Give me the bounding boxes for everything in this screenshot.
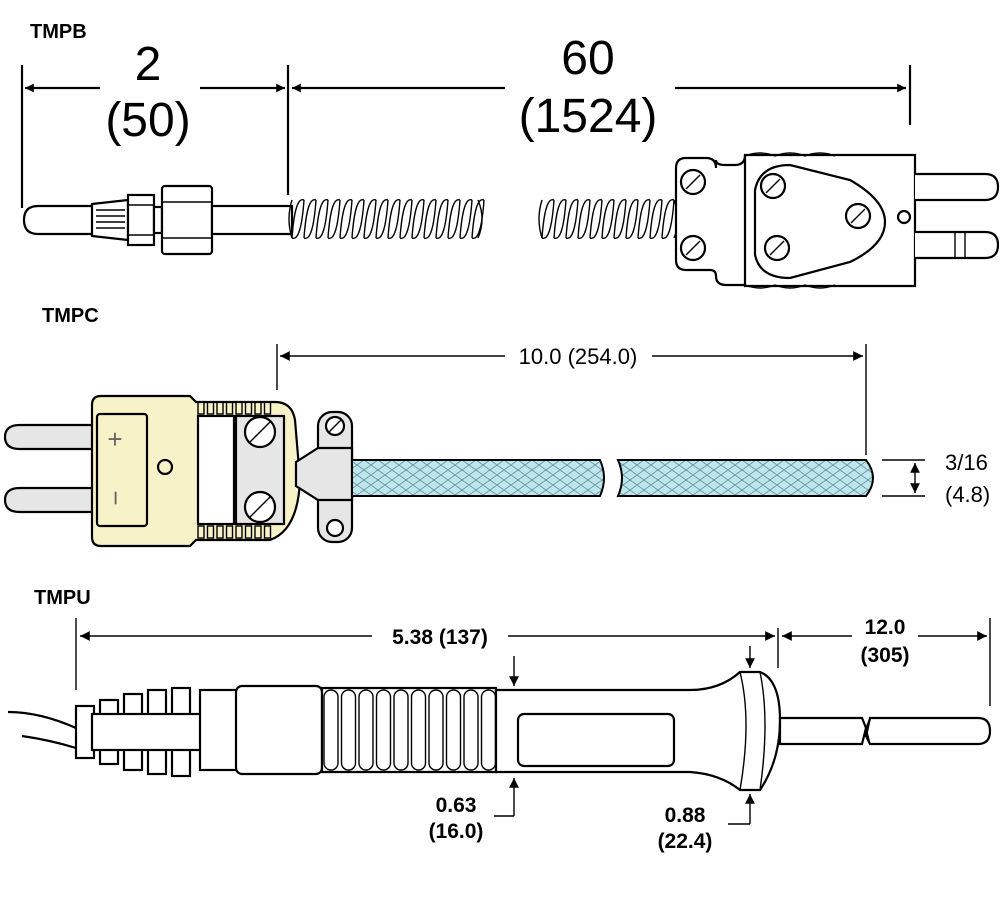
tmpc-plus-sign: + [107, 424, 122, 454]
tmpb-section: TMPB 2 (50) 60 (1524) [20, 21, 1000, 289]
tmpb-title: TMPB [30, 21, 87, 43]
tmpc-connector: + − [90, 394, 302, 548]
tmpu-title: TMPU [34, 587, 91, 609]
tmpb-coil-left [288, 199, 485, 239]
tmpb-dim2-value: 60 [561, 32, 614, 85]
tmpu-handle-length: 5.38 (137) [392, 626, 488, 649]
tmpu-probe-length-metric: (305) [860, 644, 909, 667]
tmpu-dia1-metric: (16.0) [429, 820, 484, 843]
tmpu-probe-rod [778, 716, 992, 746]
tmpu-section: TMPU 5.38 (137) 12.0 (305) [7, 587, 992, 853]
tmpb-connector [674, 152, 1000, 289]
tmpc-sheath-right [616, 459, 874, 497]
tmpb-dim1-value: 2 [135, 38, 162, 91]
tmpu-probe-length-value: 12.0 [865, 616, 906, 639]
tmpu-dia1-value: 0.63 [436, 794, 477, 817]
tmpc-length-dim: 10.0 (254.0) [519, 344, 638, 369]
tmpb-dim2-metric: (1524) [519, 90, 658, 143]
tmpc-section: TMPC 10.0 (254.0) + − [3, 305, 990, 548]
tmpc-minus-sign: − [101, 490, 131, 505]
tmpb-dim1-metric: (50) [105, 94, 190, 147]
tmpu-cable-bottom [21, 734, 77, 750]
tmpu-handle [198, 670, 782, 792]
tmpc-pin-bottom [3, 486, 97, 514]
tmpc-pin-top [3, 423, 97, 451]
tmpb-coil-right [538, 199, 679, 239]
tmpu-dia2-metric: (22.4) [658, 830, 713, 853]
tmpb-probe-fitting [22, 184, 294, 256]
tmpc-strain-relief [294, 410, 354, 544]
tmpu-cable-top [7, 710, 77, 730]
tmpc-title: TMPC [42, 305, 99, 327]
tmpc-dia-value: 3/16 [945, 450, 988, 475]
tmpu-strain-relief [74, 686, 204, 778]
tmpc-dia-metric: (4.8) [945, 482, 990, 507]
tmpu-dia2-value: 0.88 [665, 804, 706, 827]
tmpc-sheath-left [351, 459, 605, 497]
